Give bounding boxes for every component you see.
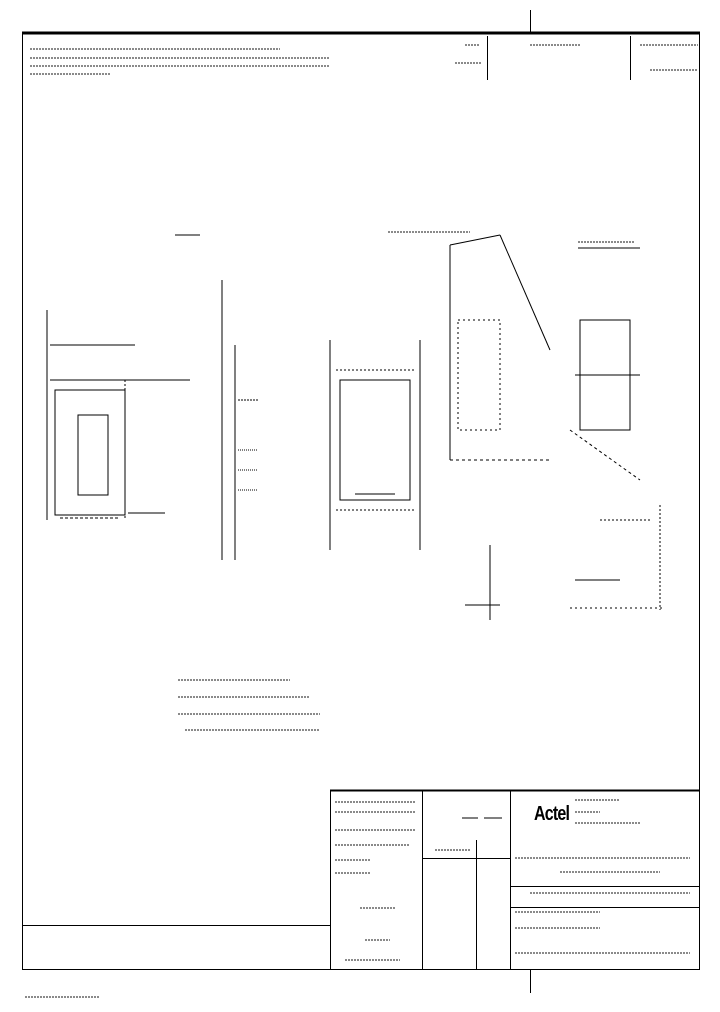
title-block <box>22 789 700 970</box>
illegible-annotations <box>25 44 698 998</box>
actel-logo: Actel <box>534 803 570 825</box>
revision-block <box>487 36 631 80</box>
package-side-view <box>46 310 190 520</box>
qfp-top-view <box>329 340 421 550</box>
section-detail-views <box>449 234 665 620</box>
lead-detail-view <box>221 280 258 560</box>
